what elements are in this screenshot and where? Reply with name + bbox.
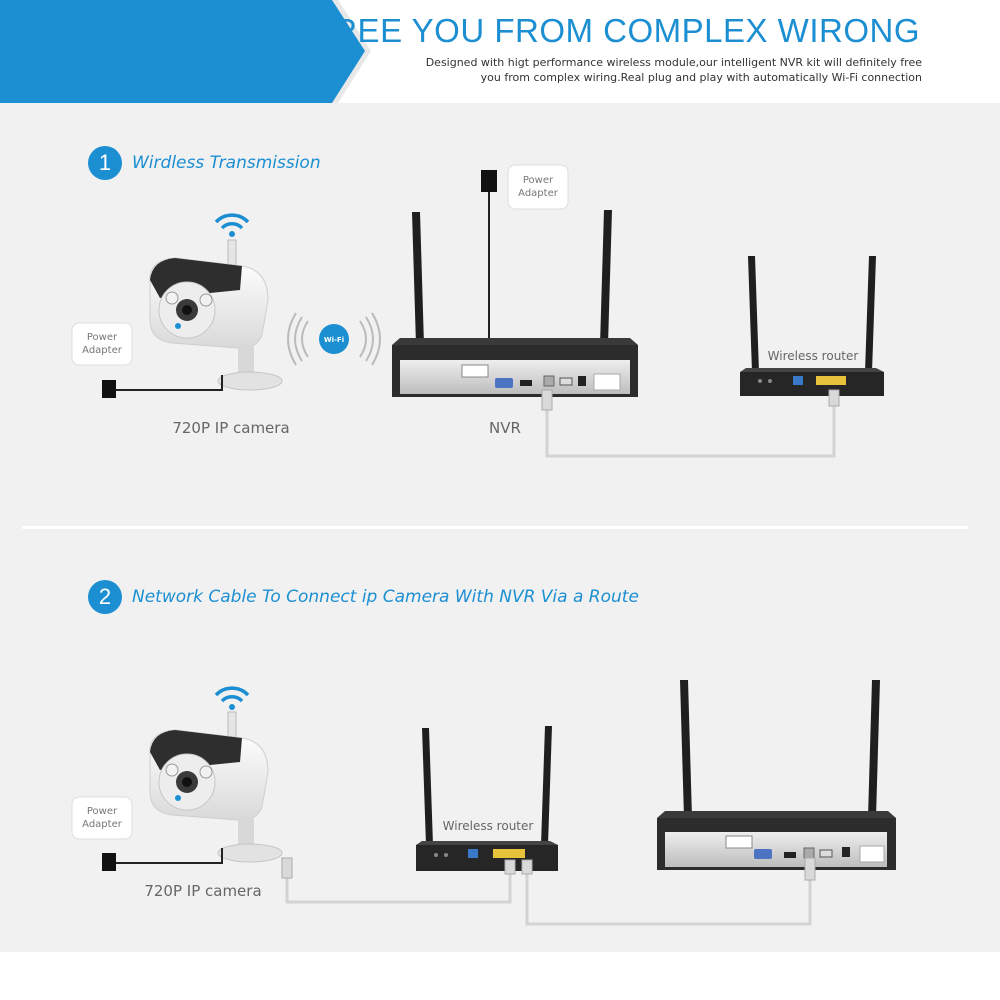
ip-camera-1 [149,239,283,391]
nvr-power-plug [481,170,497,192]
router-2-ethernet-plug-2 [521,859,533,875]
router-1-ethernet-plug [828,389,840,407]
ethernet-cable-nvr-router [545,390,836,458]
camera-2-ethernet-plug [281,857,293,879]
ethernet-cable-router-nvr [525,864,812,926]
ethernet-cable-camera-router [285,866,512,904]
bottom-strip [0,952,1000,1000]
section-divider [22,526,968,529]
ip-camera-2 [149,711,283,863]
wireless-router-2 [416,726,558,871]
adapter-label-line-2: Adapter [82,819,123,830]
nvr-device-2 [657,680,896,870]
banner-graphic [0,0,371,103]
nvr-label: NVR [489,419,521,437]
router-2-ethernet-plug-1 [504,859,516,875]
wifi-badge: Wi-Fi [287,312,381,366]
adapter-label-line-1: Power [87,806,118,817]
description-line-2: you from complex wiring.Real plug and pl… [480,71,922,84]
step-1-heading: 1 Wirdless Transmission [88,146,321,180]
nvr-2-ethernet-plug [804,857,816,881]
step-2-title: Network Cable To Connect ip Camera With … [132,587,639,607]
wifi-signal-icon [214,686,250,710]
wifi-badge-text: Wi-Fi [324,336,344,344]
camera-1-power-cable [112,375,223,391]
page-title: FREE YOU FROM COMPLEX WIRONG [312,12,920,49]
nvr-device [392,210,638,397]
camera-2-power-plug [102,853,116,871]
wireless-router-1 [740,256,884,396]
nvr-ethernet-plug [541,389,553,411]
adapter-label-line-1: Power [87,332,118,343]
wifi-signal-icon [214,213,250,237]
page-description: Designed with higt performance wireless … [362,55,922,85]
banner-blue-shape [0,0,368,103]
adapter-label-line-2: Adapter [518,188,559,199]
camera-1-power-adapter-label: Power Adapter [71,322,133,366]
router-2-label: Wireless router [443,819,534,833]
step-2-heading: 2 Network Cable To Connect ip Camera Wit… [88,580,639,614]
step-1-title: Wirdless Transmission [132,153,321,173]
header-banner: FREE YOU FROM COMPLEX WIRONG Designed wi… [0,0,1000,103]
camera-2-label: 720P IP camera [144,882,261,900]
camera-2-power-adapter-label: Power Adapter [71,796,133,840]
adapter-label-line-1: Power [523,175,554,186]
adapter-label-line-2: Adapter [82,345,123,356]
camera-1-label: 720P IP camera [172,419,289,437]
camera-1-power-plug [102,380,116,398]
camera-2-power-cable [112,848,223,864]
description-line-1: Designed with higt performance wireless … [425,56,922,69]
step-2-number-badge: 2 [88,580,122,614]
step-1-number-badge: 1 [88,146,122,180]
nvr-power-adapter-label: Power Adapter [507,164,569,210]
router-1-label: Wireless router [768,349,859,363]
